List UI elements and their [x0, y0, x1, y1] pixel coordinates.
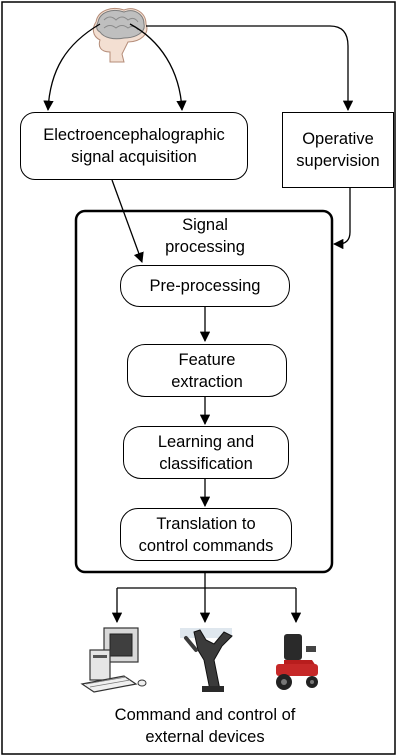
devices-label: Command and control of external devices: [114, 706, 296, 746]
arrow-brain-to-eeg-left: [43, 23, 101, 112]
arrow-brain-to-operative: [146, 25, 354, 112]
arrow-operative-to-processing: [332, 188, 351, 250]
learning-classification-box: Learning and classification: [123, 426, 289, 479]
wheelchair-icon: [276, 634, 318, 690]
computer-icon: [80, 627, 147, 693]
arrow-eeg-to-preprocessing: [111, 179, 144, 263]
translation-box: Translation to control commands: [120, 508, 292, 561]
arrow-brain-to-eeg-right: [129, 23, 187, 112]
brain-head-icon: [92, 8, 148, 63]
robotic-hand-icon: [180, 628, 233, 692]
signal-processing-title: Signal processing: [165, 216, 245, 256]
preprocessing-box: Pre-processing: [120, 265, 290, 307]
operative-supervision-box: Operative supervision: [282, 112, 394, 188]
signal-processing-container: [74, 209, 334, 574]
feature-extraction-box: Feature extraction: [127, 344, 287, 397]
eeg-acquisition-box: Electroencephalographic signal acquisiti…: [20, 112, 248, 180]
